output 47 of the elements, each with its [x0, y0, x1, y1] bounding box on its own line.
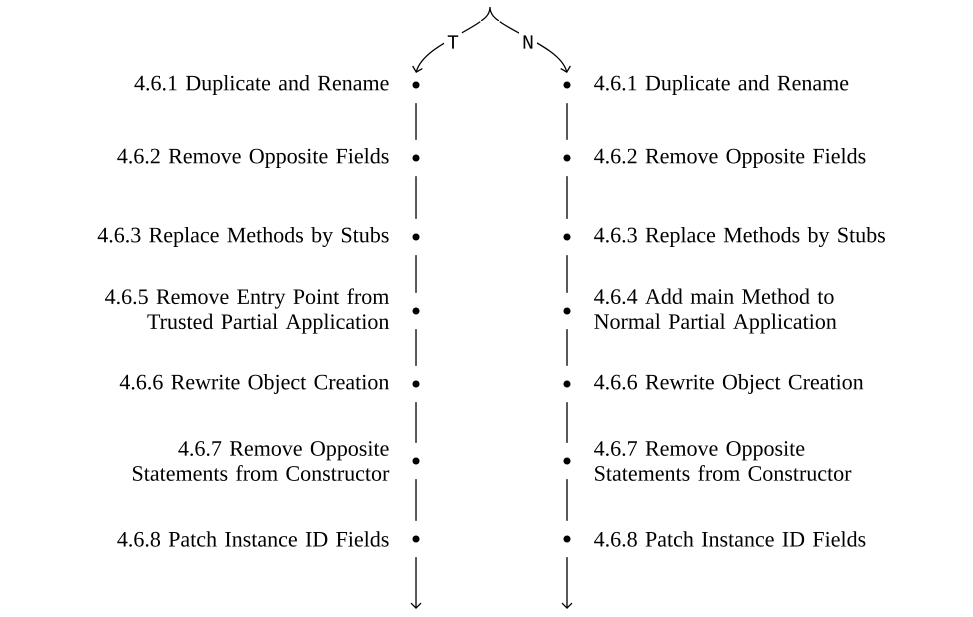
connector-line [566, 479, 568, 521]
step-label: 4.6.7 Remove Opposite Statements from Constructor [594, 441, 852, 481]
step-label: 4.6.8 Patch Instance ID Fields [117, 531, 389, 547]
step-label: 4.6.2 Remove Opposite Fields [117, 148, 389, 168]
connector-line [415, 176, 417, 219]
connector-line [415, 329, 417, 366]
connector-line [415, 402, 417, 443]
step-label: 4.6.7 Remove Opposite Statements from Constructor [132, 441, 390, 481]
dot [564, 154, 570, 162]
connector-line [566, 255, 568, 293]
dot [564, 458, 570, 464]
step-label: 4.6.6 Rewrite Object Creation [120, 374, 390, 394]
connector-line [566, 103, 568, 140]
dot [564, 536, 570, 542]
dot [564, 234, 570, 240]
curved-arrow [412, 21, 481, 73]
connector-line [415, 103, 417, 140]
dot [412, 536, 420, 542]
dot [564, 308, 570, 314]
step-label: 4.6.3 Replace Methods by Stubs [98, 227, 389, 247]
connector-line [415, 255, 417, 293]
connector-line [566, 329, 568, 366]
connector-line [415, 479, 417, 521]
dot [412, 154, 420, 162]
connector-line [566, 402, 568, 443]
connector-line [566, 176, 568, 219]
dot [564, 380, 570, 388]
step-label: 4.6.4 Add main Method to Normal Partial Application [594, 288, 836, 334]
dot [412, 380, 420, 388]
edge-label: T [444, 32, 462, 52]
step-label: 4.6.8 Patch Instance ID Fields [594, 531, 866, 547]
dot [564, 82, 570, 88]
step-label: 4.6.6 Rewrite Object Creation [594, 374, 864, 394]
dot [412, 308, 420, 314]
branch-point [481, 7, 499, 21]
arrow [410, 557, 422, 609]
step-label: 4.6.5 Remove Entry Point from Trusted Partial Application [105, 288, 390, 334]
dot [412, 82, 420, 88]
step-label: 4.6.2 Remove Opposite Fields [594, 148, 866, 168]
dot [412, 234, 420, 240]
arrow [562, 557, 572, 609]
curved-arrow [499, 21, 571, 73]
step-label: 4.6.3 Replace Methods by Stubs [594, 227, 885, 247]
step-label: 4.6.1 Duplicate and Rename [594, 75, 848, 95]
edge-label: N [519, 32, 537, 52]
dot [412, 458, 420, 464]
step-label: 4.6.1 Duplicate and Rename [134, 75, 389, 95]
